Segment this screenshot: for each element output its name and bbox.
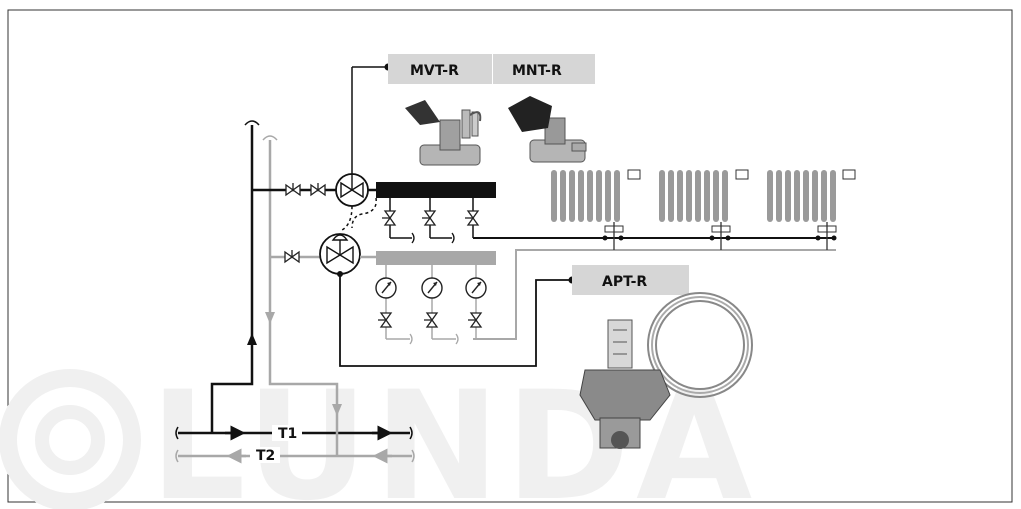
label-apt-r: APT-R bbox=[602, 274, 647, 290]
supply-riser bbox=[210, 120, 260, 433]
shutoff-valve-icon bbox=[284, 249, 300, 263]
radiator-3 bbox=[767, 169, 856, 250]
thermostat-head-icon bbox=[735, 169, 749, 180]
label-box-apt-r: APT-R bbox=[572, 265, 689, 295]
label-t2: T2 bbox=[256, 448, 275, 464]
outlet-valve-icon bbox=[421, 210, 436, 226]
mvt-r-valve-symbol bbox=[335, 173, 369, 207]
label-box-mnt-r: MNT-R bbox=[493, 54, 595, 84]
pressure-gauge-icon bbox=[375, 277, 397, 299]
radiator-2 bbox=[659, 169, 749, 250]
return-riser bbox=[262, 135, 342, 456]
mvt-r-product-image bbox=[405, 100, 482, 166]
radiator-1 bbox=[551, 169, 641, 250]
radiator-return-line bbox=[473, 249, 836, 340]
supply-branch bbox=[252, 182, 340, 196]
mnt-r-product-image bbox=[508, 96, 587, 163]
label-box-mvt-r: MVT-R bbox=[388, 54, 492, 84]
line-labels: T1 T2 bbox=[250, 425, 302, 464]
shutoff-valve-icon bbox=[285, 182, 301, 196]
supply-header bbox=[368, 182, 496, 198]
apt-r-product-image bbox=[579, 292, 753, 449]
watermark-text: LUNDA bbox=[150, 360, 758, 509]
shutoff-valve-icon bbox=[310, 182, 326, 196]
diagram-frame bbox=[7, 9, 1013, 503]
thermostat-head-icon bbox=[627, 169, 641, 180]
outlet-valve-icon bbox=[381, 210, 396, 226]
label-mnt-r: MNT-R bbox=[512, 63, 562, 79]
pressure-gauge-icon bbox=[421, 277, 443, 299]
outlet-valve-icon bbox=[377, 312, 392, 328]
outlet-valve-icon bbox=[467, 312, 482, 328]
return-branch bbox=[270, 249, 322, 263]
return-outlets bbox=[375, 265, 487, 345]
outlet-valve-icon bbox=[464, 210, 479, 226]
apt-r-valve-symbol bbox=[319, 233, 361, 275]
pressure-gauge-icon bbox=[465, 277, 487, 299]
outlet-valve-icon bbox=[423, 312, 438, 328]
main-return-line-t2 bbox=[175, 448, 415, 464]
thermostat-head-icon bbox=[842, 169, 856, 180]
label-mvt-r: MVT-R bbox=[410, 63, 459, 79]
label-t1: T1 bbox=[278, 426, 297, 442]
return-header bbox=[376, 251, 496, 265]
supply-outlets bbox=[381, 198, 836, 244]
